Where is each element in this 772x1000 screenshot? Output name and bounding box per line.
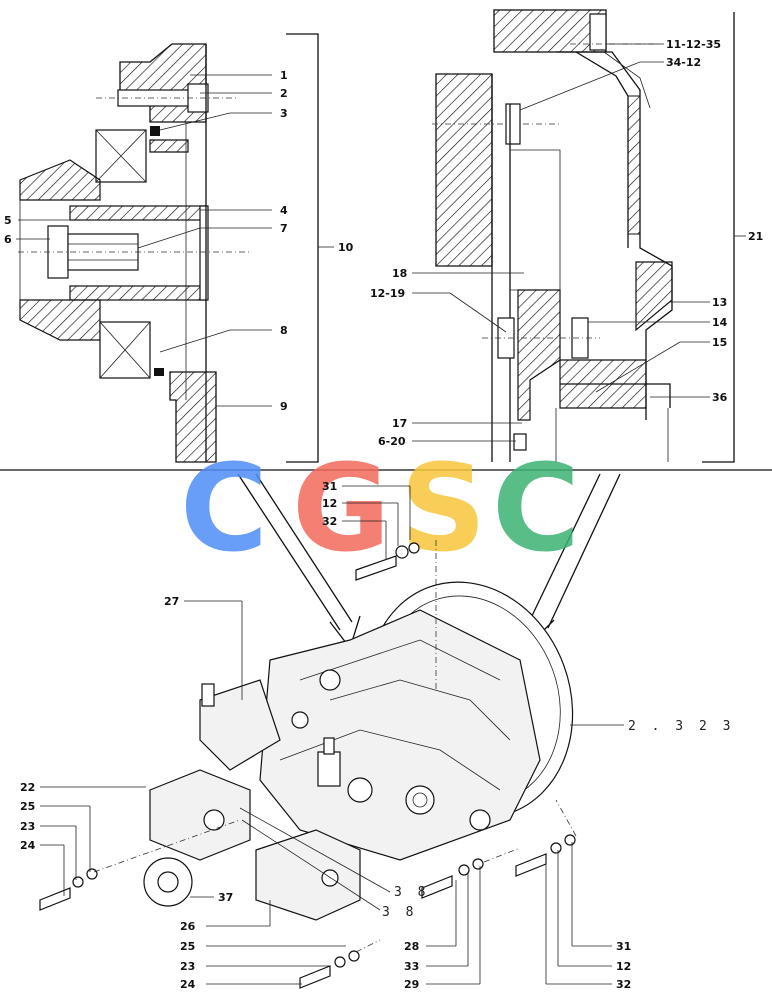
callout-37: 37 [218,891,233,904]
callout-12-19: 12-19 [370,287,405,300]
callout-29: 29 [404,978,419,991]
callout-8: 8 [280,324,288,337]
callout-25-left: 25 [20,800,35,813]
callout-17: 17 [392,417,407,430]
callout-4: 4 [280,204,288,217]
callout-group-21: 21 [748,230,763,243]
callout-28: 28 [404,940,419,953]
watermark-letter-g: G [292,440,391,579]
callout-31-top: 31 [322,480,337,493]
callout-13: 13 [712,296,727,309]
right-section-view [432,9,673,462]
watermark-logo: C G S C [180,440,580,579]
callout-11-12-35: 11-12-35 [666,38,721,51]
callout-24-bottom: 24 [180,978,196,991]
callout-6: 6 [4,233,12,246]
gear-pump-lower [255,829,361,921]
callout-7: 7 [280,222,288,235]
callout-reference-2323: 2 . 3 2 3 [628,719,734,734]
right-callout-leaders [412,12,746,463]
watermark-letter-c1: C [180,440,268,579]
callout-36: 36 [712,391,728,404]
section-arrows [237,473,621,650]
watermark-letter-s: S [400,440,486,579]
left-section-view [18,43,250,463]
assembly-callout-leaders [40,485,624,985]
callout-23-left: 23 [20,820,35,833]
watermark-letter-c2: C [492,440,580,579]
callout-31-bottom: 31 [616,940,631,953]
callout-25-bottom: 25 [180,940,195,953]
callout-34-12: 34-12 [666,56,701,69]
callout-23-bottom: 23 [180,960,195,973]
right-callout-labels: 11-12-35 34-12 18 12-19 13 14 15 36 17 6… [370,38,763,448]
callout-27: 27 [164,595,179,608]
callout-12-bottom: 12 [616,960,631,973]
left-callout-labels: 1 2 3 4 5 6 7 8 9 10 [4,69,354,413]
callout-38-upper: 3 8 [394,885,429,900]
callout-22: 22 [20,781,35,794]
callout-6-20: 6-20 [378,435,406,448]
callout-33: 33 [404,960,419,973]
left-callout-leaders [16,33,334,463]
callout-5: 5 [4,214,12,227]
callout-24-left: 24 [20,839,36,852]
callout-1: 1 [280,69,288,82]
callout-32-top: 32 [322,515,337,528]
callout-15: 15 [712,336,727,349]
callout-group-10: 10 [338,241,354,254]
callout-32-bottom: 32 [616,978,631,991]
pump-assembly-drawing [39,540,577,989]
gear-pump-upper [149,769,251,861]
callout-12-top: 12 [322,497,337,510]
callout-26: 26 [180,920,196,933]
callout-3: 3 [280,107,288,120]
callout-2: 2 [280,87,288,100]
callout-38-lower: 3 8 [382,905,417,920]
callout-9: 9 [280,400,288,413]
callout-18: 18 [392,267,407,280]
assembly-callout-labels: 31 12 32 27 2 . 3 2 3 22 25 23 24 37 26 … [20,480,734,991]
callout-14: 14 [712,316,728,329]
